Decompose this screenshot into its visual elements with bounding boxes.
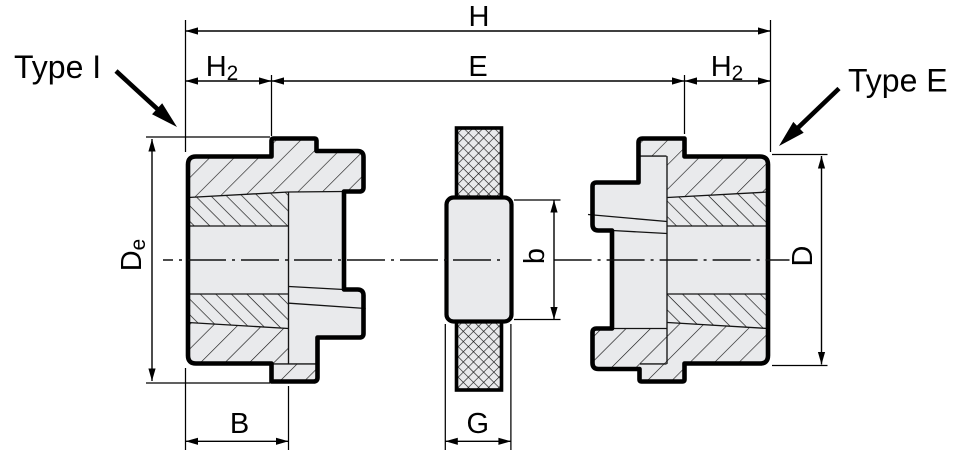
svg-text:B: B bbox=[230, 408, 249, 440]
svg-text:b: b bbox=[519, 248, 551, 264]
svg-text:G: G bbox=[467, 408, 490, 440]
svg-text:D: D bbox=[787, 246, 819, 267]
svg-text:H: H bbox=[469, 1, 490, 33]
svg-text:Type E: Type E bbox=[848, 63, 948, 99]
svg-text:E: E bbox=[468, 51, 487, 83]
svg-text:Type I: Type I bbox=[14, 49, 101, 85]
